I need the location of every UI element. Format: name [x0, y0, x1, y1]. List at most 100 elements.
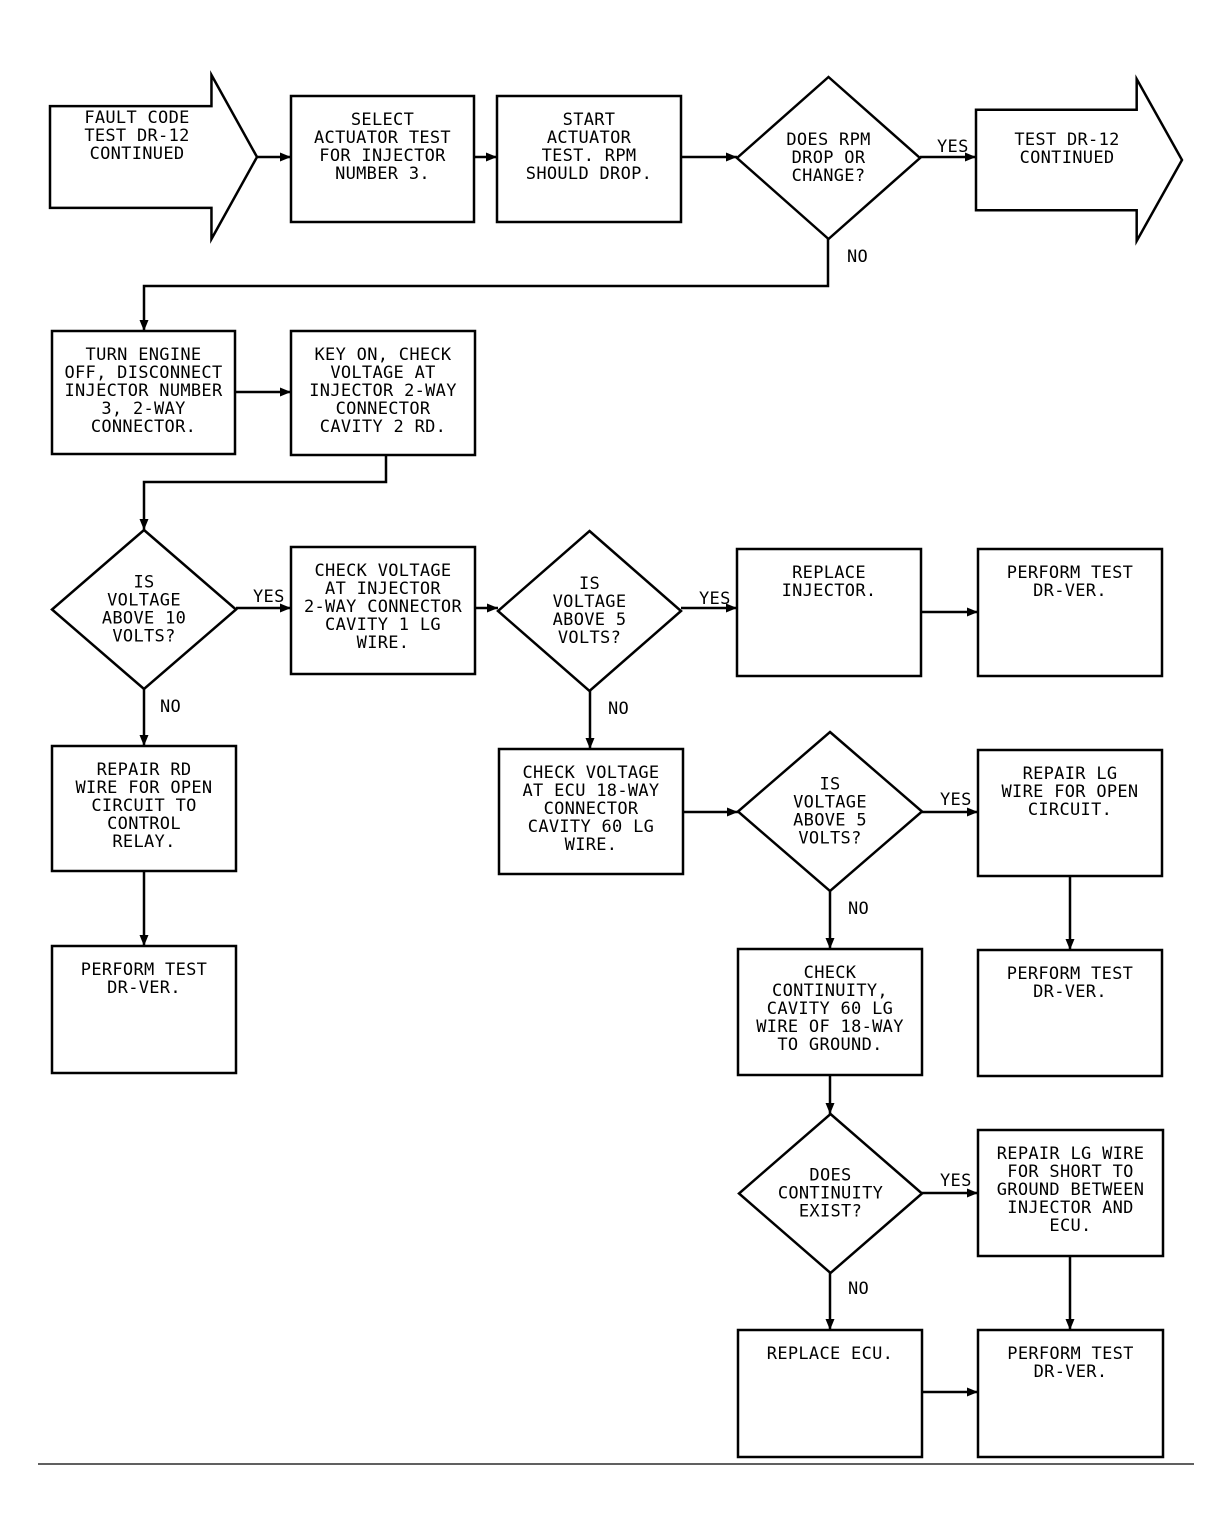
node-text-line: REPAIR RD: [97, 760, 192, 780]
node-text-line: WIRE.: [357, 633, 410, 653]
node-text-line: INJECTOR NUMBER: [64, 381, 222, 401]
connector-cont-exist-to-replace-ecu: NO: [825, 1273, 869, 1330]
node-text-line: KEY ON, CHECK: [315, 345, 452, 365]
node-text: REPLACE ECU.: [767, 1344, 893, 1364]
node-text-line: ECU.: [1049, 1216, 1091, 1236]
node-text-line: DR-VER.: [1033, 581, 1107, 601]
arrow-head: [280, 603, 291, 613]
node-text-line: 2-WAY CONNECTOR: [304, 597, 462, 617]
branch-label: NO: [847, 247, 868, 267]
process-box: [736, 1328, 924, 1459]
node-text-line: VOLTS?: [112, 627, 175, 647]
arrow-head: [965, 152, 976, 162]
node-text-line: CONTINUED: [1020, 148, 1115, 168]
node-text-line: REPLACE ECU.: [767, 1344, 893, 1364]
node-text-line: INJECTOR 2-WAY: [309, 381, 457, 401]
arrow-head: [139, 519, 149, 530]
process-box: [50, 944, 238, 1075]
node-text-line: DR-VER.: [1033, 982, 1107, 1002]
connector-repair-rd-to-perform-2: [139, 871, 149, 946]
node-text-line: CONTINUED: [90, 144, 185, 164]
process-box: [50, 329, 237, 456]
arrow-head: [727, 807, 738, 817]
branch-label: YES: [937, 137, 969, 157]
arrow-head: [1065, 1319, 1075, 1330]
node-text-line: GROUND BETWEEN: [997, 1180, 1145, 1200]
node-text-line: RELAY.: [112, 832, 175, 852]
node-text-line: VOLTAGE: [793, 793, 867, 813]
node-text-line: CONTINUITY,: [772, 981, 888, 1001]
arrow-head: [139, 320, 149, 331]
node-text-line: FOR INJECTOR: [319, 146, 446, 166]
arrow-head: [825, 1319, 835, 1330]
connector-volt5-b-to-repair-lg-open: YES: [922, 790, 978, 817]
process-box: [736, 947, 924, 1077]
node-text-line: DROP OR: [792, 148, 866, 168]
arrow-head: [487, 603, 498, 613]
node-text-line: WIRE.: [565, 835, 618, 855]
arrow-head: [280, 152, 291, 162]
node-text-line: AT ECU 18-WAY: [523, 781, 660, 801]
decision-diamond: [735, 75, 922, 241]
arrow-head: [585, 738, 595, 749]
node-text-line: DR-VER.: [1034, 1362, 1108, 1382]
node-text-line: FOR SHORT TO: [1007, 1162, 1133, 1182]
off-page-arrow: [974, 74, 1184, 246]
arrow-head: [486, 152, 497, 162]
node-text-line: REPAIR LG WIRE: [997, 1144, 1145, 1164]
connector-replace-ecu-to-perform-4: [922, 1387, 978, 1397]
process-box: [976, 547, 1164, 678]
process-box: [976, 948, 1164, 1078]
node-text-line: EXIST?: [799, 1202, 862, 1222]
process-box: [497, 747, 685, 876]
branch-label: YES: [940, 790, 972, 810]
node-text-line: SELECT: [351, 110, 414, 130]
arrow-head: [825, 1103, 835, 1114]
connector-cont-exist-to-repair-short: YES: [922, 1171, 978, 1198]
node-text-line: ABOVE 5: [793, 811, 867, 831]
node-text-line: PERFORM TEST: [81, 960, 207, 980]
node-text-line: WIRE OF 18-WAY: [756, 1017, 904, 1037]
connector-repair-short-to-perform-4: [1065, 1256, 1075, 1330]
node-text-line: ABOVE 10: [102, 609, 186, 629]
decision-diamond: [496, 529, 683, 693]
connector-select-test-to-start-test: [474, 152, 497, 162]
node-text-line: CHECK VOLTAGE: [523, 763, 660, 783]
process-box: [735, 547, 923, 678]
node-text-line: INJECTOR.: [782, 581, 877, 601]
node-text-line: CONNECTOR: [544, 799, 639, 819]
arrow-head: [139, 935, 149, 946]
process-box: [976, 1128, 1165, 1258]
node-text-line: PERFORM TEST: [1007, 964, 1133, 984]
node-text-line: CONNECTOR.: [91, 417, 196, 437]
node-text-line: TEST DR-12: [84, 126, 189, 146]
node-text-line: NUMBER 3.: [335, 164, 430, 184]
node-text-line: SHOULD DROP.: [526, 164, 652, 184]
branch-label: NO: [608, 699, 629, 719]
node-text-line: VOLTAGE AT: [330, 363, 435, 383]
node-text-line: REPLACE: [792, 563, 866, 583]
connector-key-on-to-volt10: [139, 455, 388, 530]
node-text-line: TEST. RPM: [542, 146, 637, 166]
arrow-head: [967, 1188, 978, 1198]
